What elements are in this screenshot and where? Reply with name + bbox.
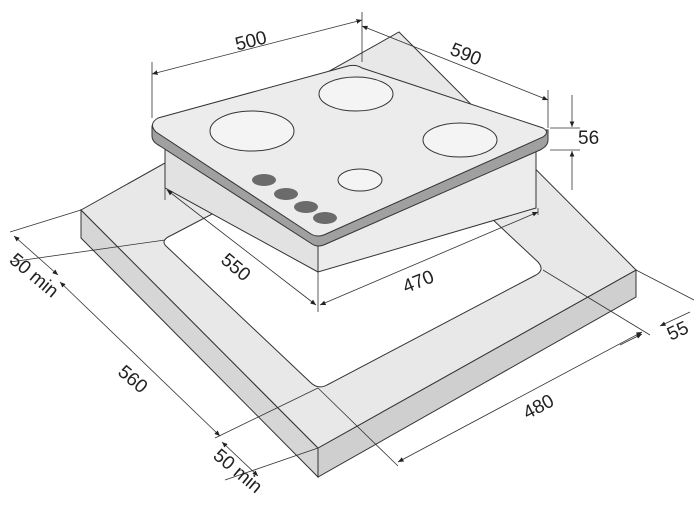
dimension-lines bbox=[9, 12, 695, 481]
burner-rear bbox=[318, 76, 394, 112]
label-rear-clearance: 50 min bbox=[5, 249, 62, 302]
control-knob bbox=[274, 188, 298, 200]
label-hob-depth: 590 bbox=[447, 39, 484, 70]
label-front-clearance: 50 min bbox=[209, 445, 266, 498]
burner-small-front bbox=[337, 168, 383, 192]
control-knob bbox=[313, 212, 337, 224]
label-side-clearance: 55 bbox=[664, 317, 692, 345]
burner-large-left bbox=[209, 110, 295, 152]
control-knob bbox=[252, 174, 276, 186]
control-knob bbox=[294, 201, 318, 213]
burner-right bbox=[422, 122, 498, 158]
label-hob-height: 56 bbox=[578, 128, 599, 149]
label-worktop-depth: 560 bbox=[113, 362, 151, 398]
label-hob-width: 500 bbox=[233, 27, 269, 55]
label-worktop-width: 480 bbox=[520, 391, 558, 424]
